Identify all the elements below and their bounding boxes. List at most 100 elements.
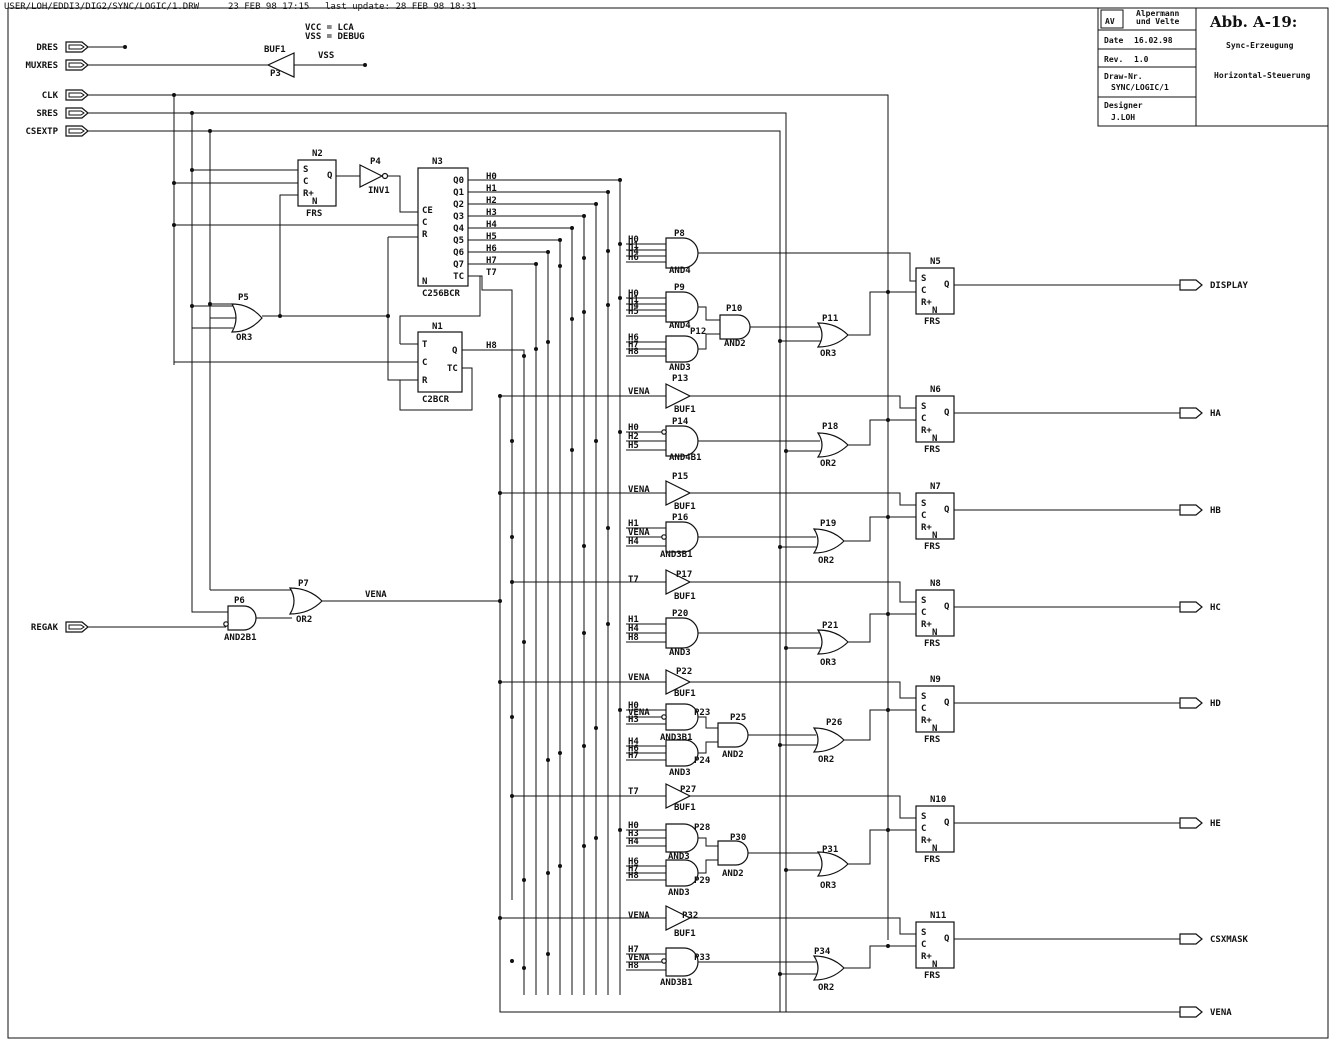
pin-q: Q [944, 602, 950, 612]
junction-dot [190, 168, 194, 172]
pin-r: R+ [921, 716, 932, 726]
junction-dot [558, 238, 562, 242]
port-label-hd: HD [1210, 699, 1221, 709]
designer-label: Designer [1104, 100, 1143, 110]
gate-id-p33: P33 [694, 953, 710, 963]
input-label-h1: H1 [628, 241, 639, 251]
junction-dot [618, 708, 622, 712]
vena-bus [499, 396, 1180, 1013]
port-label-sres: SRES [36, 109, 58, 119]
net-h1 [468, 191, 609, 995]
gate-type-p12: AND3 [669, 363, 691, 373]
junction-dot [606, 249, 610, 253]
ff-id-n10: N10 [930, 795, 946, 805]
sres-bus [88, 112, 787, 1012]
gate-id-p16: P16 [672, 513, 688, 523]
inverter-bubble [223, 621, 229, 627]
gate-type-p27: BUF1 [674, 803, 696, 813]
net-h7 [468, 263, 537, 995]
ff-type-n9: FRS [924, 735, 940, 745]
rev-label: Rev. [1104, 55, 1123, 64]
input-label-h8: H8 [628, 347, 639, 357]
output-port-ha [1179, 407, 1203, 419]
junction-dot [123, 45, 127, 49]
gate-type-p22: BUF1 [674, 689, 696, 699]
or-gate-p19 [812, 528, 845, 554]
junction-dot [522, 640, 526, 644]
flipflop-n10 [915, 805, 955, 853]
pin-c: C [921, 414, 926, 424]
gate-id-p12: P12 [690, 327, 706, 337]
junction-dot [570, 317, 574, 321]
gate-type-p19: OR2 [818, 556, 834, 566]
wire [698, 837, 718, 847]
junction-dot [618, 178, 622, 182]
ff-type-n7: FRS [924, 542, 940, 552]
input-label-h6: H6 [628, 253, 639, 263]
gate-id-p21: P21 [822, 621, 838, 631]
junction-dot [498, 394, 502, 398]
pin-c: C [921, 704, 926, 714]
net-h5 [468, 239, 561, 995]
pin-c: C [921, 824, 926, 834]
port-label-regak: REGAK [31, 623, 59, 633]
input-label-h2: H2 [628, 432, 639, 442]
gate-id-p30: P30 [730, 833, 746, 843]
junction-dot [510, 959, 514, 963]
gate-type-p23: AND3B1 [660, 733, 693, 743]
buffer-p17 [665, 569, 692, 595]
input-label-h4: H4 [628, 837, 639, 847]
net-label-h5: H5 [486, 232, 497, 242]
wire [399, 276, 481, 344]
and-gate-p8 [665, 237, 699, 269]
company-name-2: und Velte [1136, 17, 1180, 26]
and-gate-p10 [719, 314, 751, 340]
gate-type-p32: BUF1 [674, 929, 696, 939]
wire [698, 741, 718, 754]
junction-dot [510, 715, 514, 719]
gate-type-p15: BUF1 [674, 502, 696, 512]
gate-id-p8: P8 [674, 229, 685, 239]
and-gate-p28 [665, 823, 699, 853]
gate-type-p26: OR2 [818, 755, 834, 765]
junction-dot [784, 646, 788, 650]
gate-id-p17: P17 [676, 570, 692, 580]
wire [698, 859, 718, 874]
input-label-h5: H5 [628, 441, 639, 451]
vss-net-label: VSS [318, 51, 334, 61]
pin-c: C [921, 511, 926, 521]
junction-dot [190, 304, 194, 308]
gate-type-p18: OR2 [820, 459, 836, 469]
junction-dot [534, 347, 538, 351]
junction-dot [172, 181, 176, 185]
counter-id-n3: N3 [432, 157, 443, 167]
flipflop-n7 [915, 492, 955, 540]
title-block: AV Alpermann und Velte Date 16.02.98 Rev… [1097, 7, 1329, 127]
input-label-h5: H5 [628, 307, 639, 317]
wire [690, 795, 916, 819]
input-label-h3: H3 [628, 715, 639, 725]
counter-pin-q0: Q0 [453, 176, 464, 186]
output-port-csxmask [1179, 933, 1203, 945]
junction-dot [606, 526, 610, 530]
pin-ce: CE [422, 206, 433, 216]
net-label-h2: H2 [486, 196, 497, 206]
port-inner [68, 128, 85, 134]
and-gate-p14 [665, 425, 699, 457]
inverter-bubble [661, 534, 667, 540]
junction-dot [594, 439, 598, 443]
input-label-h4: H4 [628, 537, 639, 547]
or-gate-p31 [816, 851, 849, 877]
and-gate-p9 [665, 291, 699, 323]
junction-dot [546, 952, 550, 956]
junction-dot [582, 214, 586, 218]
input-label-h0: H0 [628, 235, 639, 245]
net-label-h0: H0 [486, 172, 497, 182]
input-label-vena: VENA [628, 911, 650, 921]
input-label-h8: H8 [628, 871, 639, 881]
wire [387, 237, 418, 381]
wire [690, 917, 916, 935]
gate-id-p11: P11 [822, 314, 838, 324]
drawing-frame [7, 7, 1329, 1039]
